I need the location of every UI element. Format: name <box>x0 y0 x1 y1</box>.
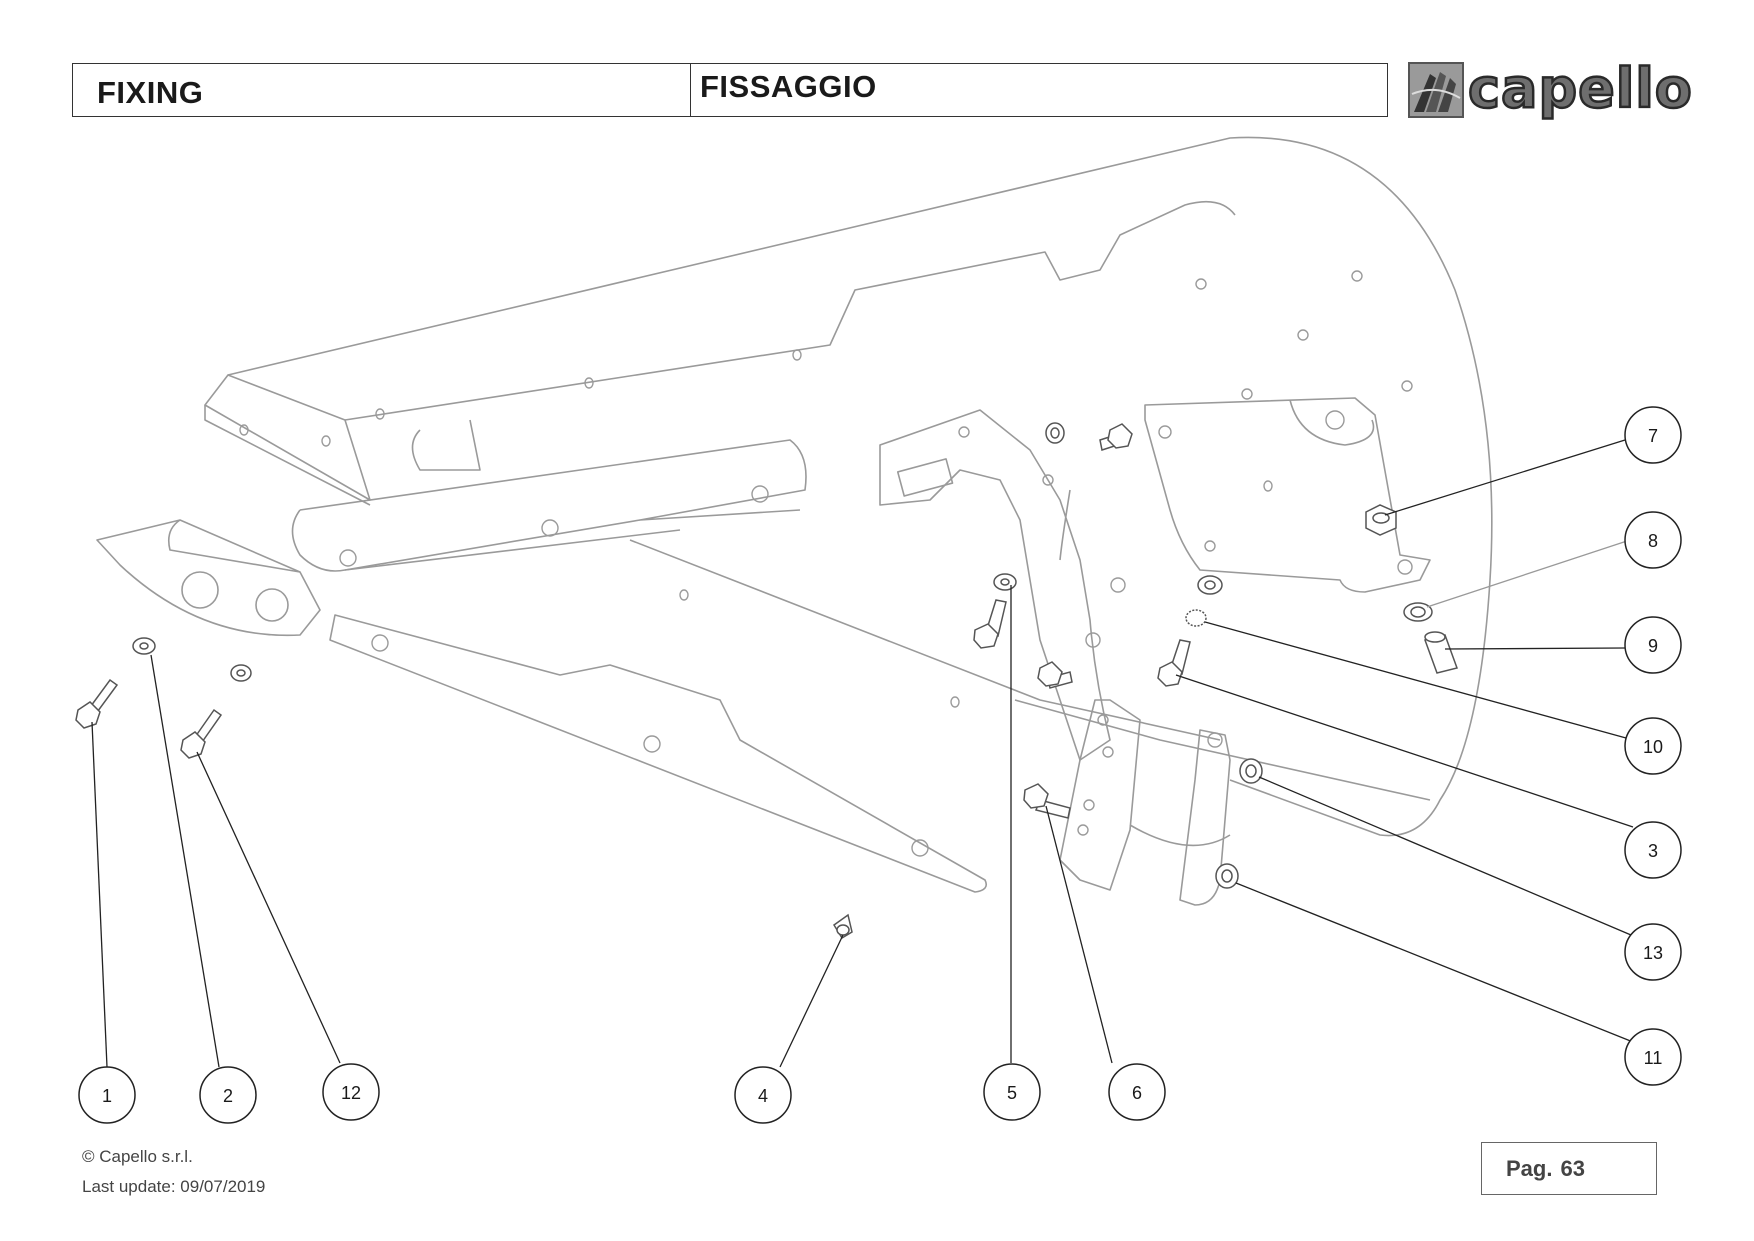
copyright-text: © Capello s.r.l. <box>82 1147 193 1166</box>
page-label: Pag. <box>1506 1155 1553 1181</box>
page-number: 63 <box>1560 1155 1585 1181</box>
callout-circles <box>78 406 1682 1124</box>
last-update-text: Last update: 09/07/2019 <box>82 1177 266 1196</box>
screw-part-4 <box>832 913 853 940</box>
logo-emblem-icon <box>1408 62 1464 118</box>
leader-lines <box>91 439 1634 1068</box>
bushing-part-8 <box>1403 602 1433 622</box>
bolt-part-5 <box>973 599 1007 649</box>
callout-label-12: 12 <box>341 1083 361 1103</box>
callout-label-8: 8 <box>1648 531 1658 551</box>
star-washer-part-10 <box>1185 609 1207 627</box>
callout-labels: 1 2 12 4 5 6 7 8 9 10 3 13 11 <box>102 426 1663 1106</box>
title-english: FIXING <box>73 64 691 116</box>
bolt-middle <box>1037 661 1073 689</box>
bolt-top <box>1099 423 1133 451</box>
bolt-part-12 <box>180 708 223 759</box>
page-number-box: Pag. 63 <box>1481 1142 1657 1195</box>
callout-label-1: 1 <box>102 1086 112 1106</box>
callout-label-11: 11 <box>1644 1048 1663 1068</box>
pin-part-9 <box>1424 631 1458 674</box>
callout-label-9: 9 <box>1648 636 1658 656</box>
callout-label-4: 4 <box>758 1086 768 1106</box>
hardware-parts <box>75 422 1458 940</box>
callout-label-10: 10 <box>1643 737 1663 757</box>
callout-label-5: 5 <box>1007 1083 1017 1103</box>
callout-label-3: 3 <box>1648 841 1658 861</box>
bolt-part-1 <box>75 678 119 729</box>
title-italian: FISSAGGIO <box>700 69 877 104</box>
logo-wordmark: capello <box>1467 57 1693 120</box>
callout-label-13: 13 <box>1643 943 1663 963</box>
frame-holes <box>239 270 1413 857</box>
callout-label-2: 2 <box>223 1086 233 1106</box>
bolt-part-3 <box>1157 639 1191 687</box>
bolt-part-6 <box>1023 783 1071 819</box>
nut-part-7 <box>1365 504 1397 536</box>
frame-outline <box>96 136 1493 906</box>
callout-label-7: 7 <box>1648 426 1658 446</box>
title-bar: FIXING FISSAGGIO <box>72 63 1388 117</box>
capello-logo: capello <box>1408 58 1693 120</box>
callout-label-6: 6 <box>1132 1083 1142 1103</box>
